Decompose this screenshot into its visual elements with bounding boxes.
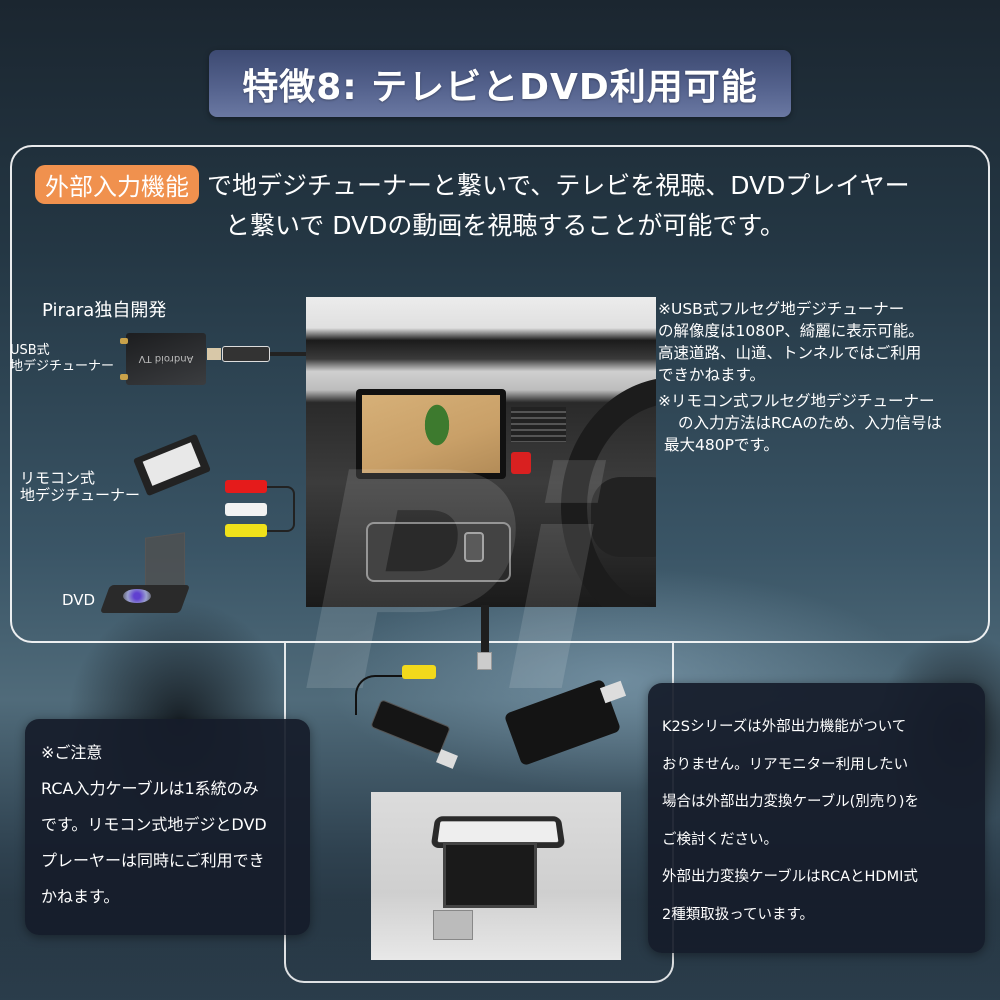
usb-plug-icon — [477, 652, 492, 670]
remote-tuner-label: リモコン式 地デジチューナー — [20, 469, 141, 504]
output-info-line: 場合は外部出力変換ケーブル(別売り)を — [662, 794, 919, 810]
rca-yellow-plug-icon — [402, 665, 436, 679]
rca-white-plug-icon — [225, 503, 267, 516]
caution-line: プレーヤーは同時にご利用でき — [41, 851, 265, 870]
output-info-line: 2種類取扱っています。 — [662, 906, 815, 923]
feature-tag: 外部入力機能 — [35, 164, 199, 204]
usb-plug-icon — [207, 348, 221, 360]
usb-cable-wire — [270, 352, 306, 356]
rca-cable-wire — [267, 486, 295, 532]
output-info-line: K2Sシリーズは外部出力機能がついて — [662, 719, 907, 735]
intro-line-2: と繋いで DVDの動画を視聴することが可能です。 — [225, 211, 785, 240]
intro-line-1: 外部入力機能 で地デジチューナーと繋いで、テレビを視聴、DVDプレイヤー — [35, 164, 910, 204]
rear-monitor-photo — [371, 792, 621, 960]
video-playback-image — [362, 395, 500, 473]
rca-adapter-wire — [355, 675, 405, 715]
dvd-label: DVD — [62, 591, 96, 609]
antenna-connector-icon — [120, 374, 128, 380]
gear-shifter — [464, 532, 484, 562]
hazard-button-icon — [511, 452, 531, 474]
usb-tuner-device-image: Android TV — [126, 333, 206, 385]
caution-line: RCA入力ケーブルは1系統のみ — [41, 779, 259, 798]
output-info-line: ご検討ください。 — [662, 831, 778, 848]
page-title: 特徴8: テレビとDVD利用可能 — [242, 66, 758, 108]
usb-cable-vertical — [481, 605, 489, 655]
head-unit-screen — [356, 389, 506, 479]
caution-heading: ※ご注意 — [41, 743, 103, 762]
rear-monitor-screen — [443, 842, 537, 908]
usb-tuner-label: USB式 地デジチューナー — [10, 343, 115, 374]
caution-line: です。リモコン式地デジとDVD — [41, 815, 267, 834]
caution-card: ※ご注意 RCA入力ケーブルは1系統のみ です。リモコン式地デジとDVD プレー… — [25, 719, 310, 935]
intro-text-1: で地デジチューナーと繋いで、テレビを視聴、DVDプレイヤー — [207, 171, 910, 200]
caution-line: かねます。 — [41, 887, 120, 906]
output-info-card: K2Sシリーズは外部出力機能がついて おりません。リアモニター利用したい 場合は… — [648, 683, 985, 953]
steering-wheel-hub — [591, 477, 656, 557]
output-info-line: 外部出力変換ケーブルはRCAとHDMI式 — [662, 869, 918, 885]
dvd-player-image — [99, 532, 191, 615]
car-dashboard-photo — [306, 297, 656, 607]
air-vent — [511, 407, 566, 442]
disc-icon — [123, 589, 151, 603]
brand-label: Pirara独自開発 — [42, 300, 167, 321]
rca-red-plug-icon — [225, 480, 267, 493]
usb-cable-icon — [222, 346, 270, 362]
notes-text-block: ※USB式フルセグ地デジチューナー の解像度は1080P、綺麗に表示可能。 高速… — [658, 300, 942, 454]
title-banner: 特徴8: テレビとDVD利用可能 — [209, 50, 791, 117]
rca-yellow-plug-icon — [225, 524, 267, 537]
main-content-frame — [10, 145, 990, 643]
output-info-line: おりません。リアモニター利用したい — [662, 756, 909, 773]
antenna-connector-icon — [120, 338, 128, 344]
climate-control-panel — [366, 522, 511, 582]
